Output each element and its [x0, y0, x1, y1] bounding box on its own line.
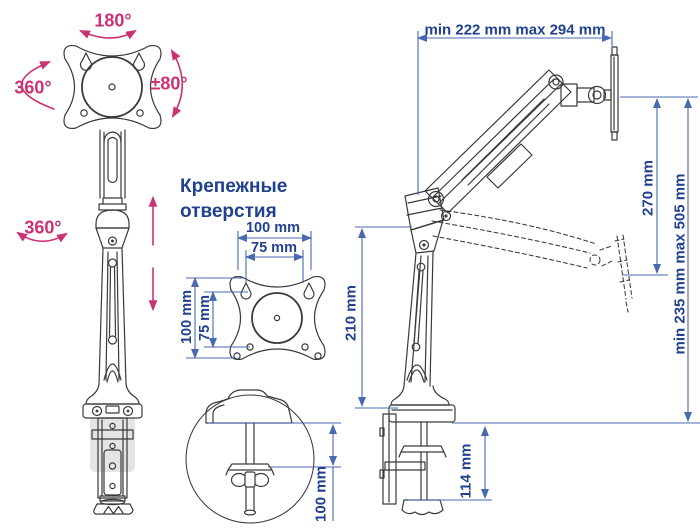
label-pole-rotation: 360°	[24, 217, 62, 238]
label-plate-swivel: 180°	[94, 10, 132, 31]
dimension-inner-height	[204, 291, 250, 348]
mounting-holes-title-line1: Крепежные	[180, 176, 288, 197]
dimension-clamp-height	[408, 426, 492, 501]
dimension-inner-width	[245, 250, 304, 283]
label-inner-width: 75 mm	[251, 240, 297, 256]
dimension-outer-width	[237, 231, 312, 270]
front-view-vesa-plate	[63, 44, 162, 130]
dimension-lift-range	[620, 96, 698, 276]
label-inner-height: 75 mm	[197, 295, 213, 341]
front-view-pole	[85, 129, 140, 405]
clamp-detail-drawing	[185, 389, 315, 524]
label-side-rotation: 360°	[14, 77, 52, 98]
mounting-holes-title-line2: отверстия	[180, 201, 277, 223]
mounting-holes-title: Крепежные отверстия	[180, 174, 287, 224]
front-view-clamp	[82, 403, 143, 515]
label-height-range: min 235 mm max 505 mm	[671, 173, 689, 355]
dimension-arm-reach	[417, 31, 613, 195]
label-pole-height: 210 mm	[342, 285, 360, 341]
label-clamp-max-thickness: 100 mm	[312, 466, 330, 522]
label-outer-height: 100 mm	[179, 289, 195, 345]
side-view-drawing	[379, 46, 619, 516]
dashed-lowered-arm	[431, 209, 633, 313]
dimension-outer-height	[186, 277, 244, 359]
rotation-arrows	[16, 29, 183, 312]
label-lift-range: 270 mm	[639, 160, 657, 216]
label-outer-width: 100 mm	[245, 220, 301, 236]
dimension-pole-height	[355, 226, 412, 409]
label-clamp-height: 114 mm	[457, 443, 475, 499]
mounting-holes-drawing	[229, 275, 326, 361]
label-tilt: ±80°	[150, 73, 188, 94]
label-arm-reach: min 222 mm max 294 mm	[424, 21, 606, 39]
dimension-clamp-detail-thickness	[208, 422, 341, 521]
